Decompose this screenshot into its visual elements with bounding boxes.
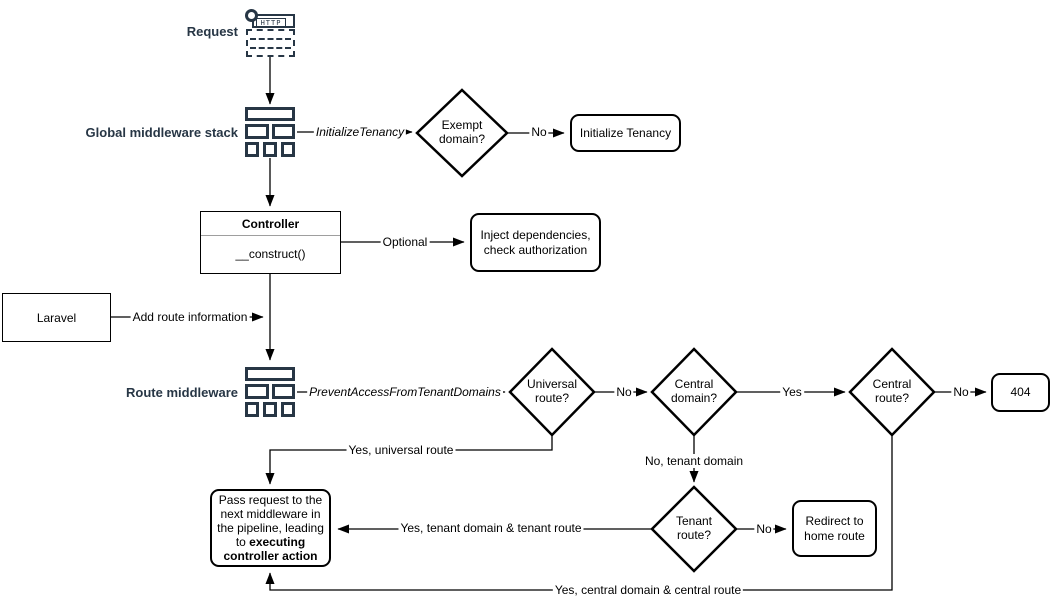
central-route-text: Central route? bbox=[872, 377, 912, 405]
middleware-stack-icon bbox=[245, 107, 295, 157]
pass-request-node: Pass request to the next middleware in t… bbox=[210, 489, 331, 567]
controller-constructor: __construct() bbox=[235, 247, 306, 261]
pass-request-text-bold: executing controller action bbox=[223, 535, 318, 564]
initialize-tenancy-node: Initialize Tenancy bbox=[570, 114, 681, 152]
edge-label-no: No bbox=[754, 522, 774, 536]
edge-label-optional: Optional bbox=[380, 235, 430, 249]
stack-block bbox=[245, 367, 295, 381]
initialize-tenancy-text: Initialize Tenancy bbox=[579, 125, 672, 140]
edge-label-no: No bbox=[529, 125, 549, 139]
http-bar: HTTP bbox=[252, 14, 295, 28]
stack-block bbox=[263, 142, 277, 157]
tenant-route-text: Tenant route? bbox=[675, 514, 713, 542]
central-domain-text: Central domain? bbox=[670, 377, 718, 405]
stack-block bbox=[272, 124, 295, 139]
laravel-text: Laravel bbox=[36, 310, 77, 325]
redirect-home-text: Redirect to home route bbox=[804, 514, 865, 543]
universal-route-text: Universal route? bbox=[526, 377, 577, 405]
http-request-icon: HTTP bbox=[245, 8, 295, 57]
exempt-domain-node: Exempt domain? bbox=[417, 90, 507, 176]
stack-block bbox=[272, 384, 295, 399]
tenant-route-node: Tenant route? bbox=[652, 487, 736, 571]
stack-block bbox=[245, 124, 269, 139]
middleware-stack-icon bbox=[245, 367, 295, 417]
exempt-domain-text: Exempt domain? bbox=[438, 118, 486, 146]
central-domain-diamond bbox=[650, 347, 738, 437]
inject-dependencies-text: Inject dependencies, check authorization bbox=[480, 228, 591, 257]
edge-label-yes-universal-route: Yes, universal route bbox=[346, 443, 456, 457]
http-label: HTTP bbox=[256, 18, 286, 27]
stack-block bbox=[245, 142, 259, 157]
edge-label-yes-central-domain-central-route: Yes, central domain & central route bbox=[552, 583, 744, 597]
stack-block bbox=[263, 402, 277, 417]
request-label: Request bbox=[186, 24, 238, 39]
edge-label-add-route-information: Add route information bbox=[130, 310, 250, 324]
global-middleware-stack-label: Global middleware stack bbox=[85, 125, 238, 140]
stack-block bbox=[245, 107, 295, 121]
http-body bbox=[246, 29, 295, 57]
edge-label-no-tenant-domain: No, tenant domain bbox=[642, 454, 746, 468]
central-domain-node: Central domain? bbox=[652, 349, 736, 435]
redirect-home-node: Redirect to home route bbox=[792, 500, 877, 557]
stack-block bbox=[281, 402, 295, 417]
route-middleware-label: Route middleware bbox=[126, 385, 238, 400]
laravel-node: Laravel bbox=[2, 293, 111, 342]
universal-route-diamond bbox=[508, 347, 596, 437]
stack-block bbox=[245, 402, 259, 417]
edge-label-no: No bbox=[951, 385, 971, 399]
controller-title: Controller bbox=[241, 217, 300, 231]
edge-label-prevent-access: PreventAccessFromTenantDomains bbox=[307, 385, 503, 399]
universal-route-node: Universal route? bbox=[510, 349, 594, 435]
stack-block bbox=[245, 384, 269, 399]
central-route-diamond bbox=[848, 347, 936, 437]
dashed-row bbox=[250, 38, 291, 40]
http-circle-glyph bbox=[245, 9, 258, 22]
controller-node: Controller __construct() bbox=[200, 211, 341, 274]
error-404-text: 404 bbox=[1010, 385, 1031, 400]
pass-request-text: Pass request to the next middleware in t… bbox=[216, 493, 325, 564]
pass-request-text-normal: Pass request to the next middleware in t… bbox=[217, 492, 324, 550]
central-route-node: Central route? bbox=[850, 349, 934, 435]
dashed-row bbox=[250, 47, 291, 49]
edge-label-initialize-tenancy: InitializeTenancy bbox=[313, 125, 407, 139]
edge-label-yes: Yes bbox=[780, 385, 804, 399]
edge-label-yes-tenant-domain-tenant-route: Yes, tenant domain & tenant route bbox=[398, 521, 584, 535]
error-404-node: 404 bbox=[991, 373, 1050, 412]
divider bbox=[201, 235, 340, 236]
exempt-domain-diamond bbox=[415, 88, 509, 178]
stack-block bbox=[281, 142, 295, 157]
tenant-route-diamond bbox=[650, 485, 738, 573]
edge-label-no: No bbox=[614, 385, 634, 399]
inject-dependencies-node: Inject dependencies, check authorization bbox=[470, 213, 601, 272]
